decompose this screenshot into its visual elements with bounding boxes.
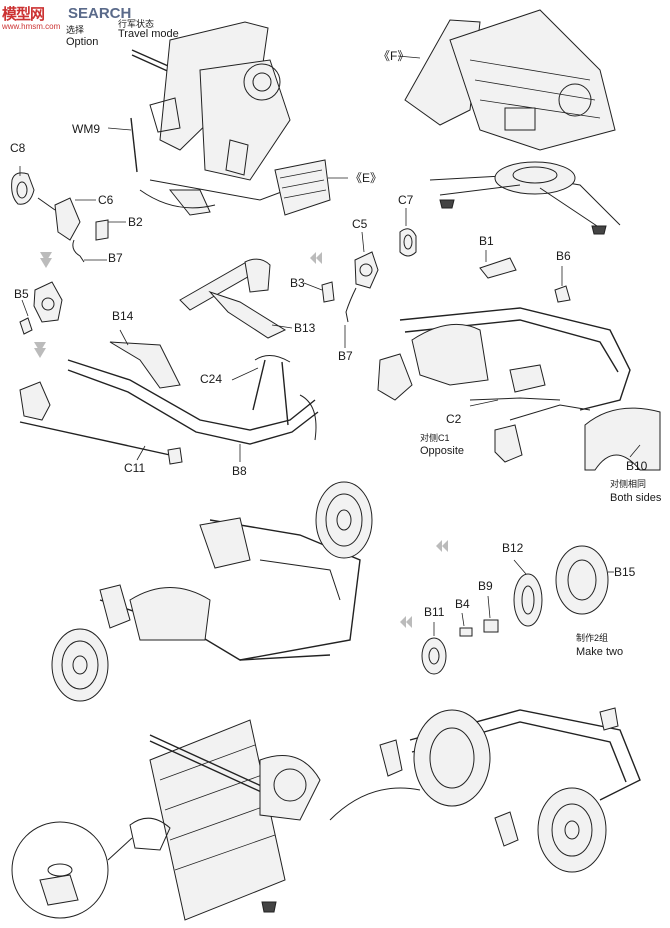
part-label-c11: C11 bbox=[124, 461, 146, 475]
opposite-label-cn: 对侧C1 bbox=[420, 433, 450, 443]
part-label-b15: B15 bbox=[614, 565, 636, 579]
part-label-c8: C8 bbox=[10, 141, 26, 155]
part-label-b14: B14 bbox=[112, 309, 134, 323]
trail-right-assembly bbox=[377, 257, 661, 471]
travel-mode-label-cn: 行军状态 bbox=[118, 19, 155, 29]
part-label-b6: B6 bbox=[556, 249, 571, 263]
both-sides-label-cn: 对侧相同 bbox=[610, 479, 647, 489]
part-label-f: 《F》 bbox=[378, 49, 410, 63]
part-label-c5: C5 bbox=[352, 217, 368, 231]
trail-left-assembly bbox=[19, 258, 319, 465]
part-label-b7-right: B7 bbox=[338, 349, 353, 363]
part-label-b13: B13 bbox=[294, 321, 316, 335]
gun-shield-assembly bbox=[404, 9, 621, 235]
part-label-b2: B2 bbox=[128, 215, 143, 229]
parts-c5-c7-b3-b7 bbox=[310, 228, 417, 323]
part-label-e: 《E》 bbox=[350, 171, 383, 185]
part-label-b8: B8 bbox=[232, 464, 247, 478]
gun-travel-mode bbox=[130, 21, 331, 216]
part-label-b5: B5 bbox=[14, 287, 29, 301]
carriage-with-wheels bbox=[51, 481, 373, 702]
travel-mode-label-en: Travel mode bbox=[118, 28, 179, 40]
part-label-b3: B3 bbox=[290, 276, 305, 290]
watermark-site: www.hmsm.com bbox=[2, 22, 61, 31]
make-two-label-en: Make two bbox=[576, 646, 624, 658]
final-assembly bbox=[11, 707, 641, 921]
part-label-c7: C7 bbox=[398, 193, 414, 207]
option-label-cn: 选择 bbox=[66, 25, 85, 35]
part-label-b11: B11 bbox=[424, 605, 445, 619]
part-label-c2: C2 bbox=[446, 412, 462, 426]
part-label-b4: B4 bbox=[455, 597, 470, 611]
part-label-b9: B9 bbox=[478, 579, 493, 593]
both-sides-label-en: Both sides bbox=[610, 492, 662, 504]
part-label-b7-left: B7 bbox=[108, 251, 123, 265]
make-two-label-cn: 制作2组 bbox=[576, 633, 609, 643]
option-label-en: Option bbox=[66, 36, 99, 48]
parts-c8-c6-b2-b7 bbox=[11, 172, 109, 358]
watermark-logo: 模型网 bbox=[2, 6, 45, 23]
part-label-wm9: WM9 bbox=[72, 122, 100, 136]
part-label-b10: B10 bbox=[626, 459, 648, 473]
part-label-c6: C6 bbox=[98, 193, 114, 207]
part-label-c24: C24 bbox=[200, 372, 223, 386]
watermark-search: SEARCH bbox=[68, 5, 132, 22]
wheel-exploded bbox=[400, 540, 609, 675]
opposite-label-en: Opposite bbox=[420, 445, 465, 457]
part-label-b1: B1 bbox=[479, 234, 494, 248]
part-label-b12: B12 bbox=[502, 541, 524, 555]
